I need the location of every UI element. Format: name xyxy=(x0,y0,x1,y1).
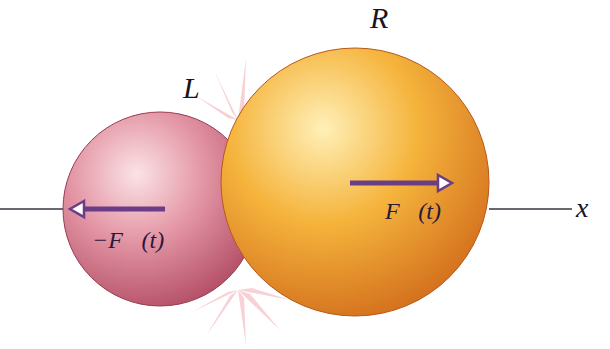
force-label: −F⃗(t) xyxy=(92,228,164,252)
sphere-body xyxy=(221,48,489,316)
colliding-sphere: RF⃗(t) xyxy=(220,47,490,317)
force-arrow xyxy=(350,181,438,186)
sphere-shape xyxy=(220,47,490,317)
x-axis xyxy=(0,208,66,210)
axis-label: x xyxy=(576,194,588,222)
force-arrowhead xyxy=(438,175,452,191)
force-arrow xyxy=(84,207,165,212)
force-label: F⃗(t) xyxy=(385,199,441,223)
x-axis xyxy=(489,208,572,210)
body-label: R xyxy=(370,3,388,33)
force-arrowhead xyxy=(70,201,84,217)
body-label: L xyxy=(183,73,200,103)
